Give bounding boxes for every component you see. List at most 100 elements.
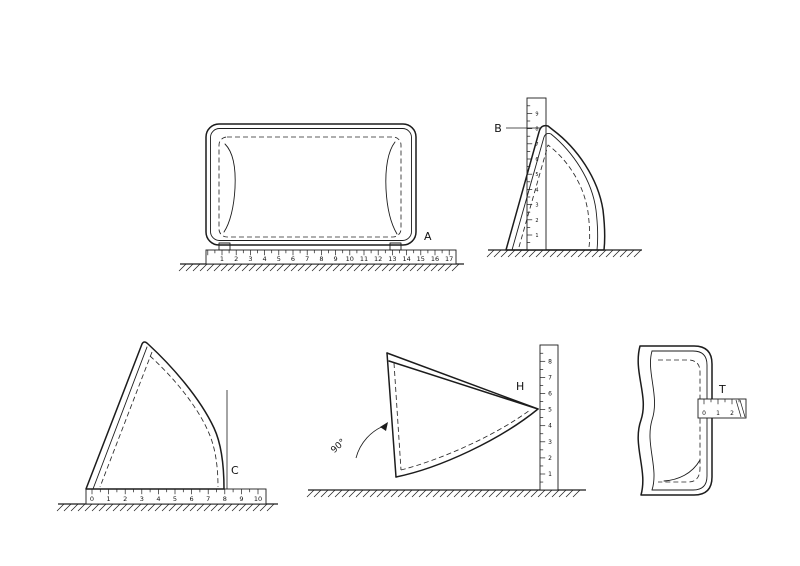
ground-hatch xyxy=(283,263,292,272)
ruler-number: 5 xyxy=(535,172,538,178)
ground-hatch xyxy=(213,263,222,272)
ground-hatch xyxy=(605,249,614,258)
ground-hatch xyxy=(206,263,215,272)
ruler-number: 16 xyxy=(431,255,439,263)
ground-hatch xyxy=(542,249,551,258)
ground-hatch xyxy=(570,249,579,258)
ground-hatch xyxy=(210,503,219,512)
ruler-number: 0 xyxy=(702,410,706,417)
ground-hatch xyxy=(217,503,226,512)
ground-hatch xyxy=(227,263,236,272)
bucket-outer-shell xyxy=(205,123,417,246)
ground-hatch xyxy=(528,249,537,258)
ground-hatch xyxy=(437,263,446,272)
ground-hatch xyxy=(105,503,114,512)
ruler-number: 2 xyxy=(730,410,734,417)
bucket-tilted-hidden-back xyxy=(99,351,153,488)
ruler-number: 8 xyxy=(223,495,227,503)
bucket-bottom-curve xyxy=(395,408,539,478)
ground-hatch xyxy=(381,263,390,272)
ground-hatch xyxy=(430,263,439,272)
ground-hatch xyxy=(341,489,350,498)
ground-hatch xyxy=(70,503,79,512)
ground-b xyxy=(486,249,642,258)
angle-arc xyxy=(355,424,387,459)
ground-hatch xyxy=(348,489,357,498)
ground-hatch xyxy=(353,263,362,272)
wall-detail-outer xyxy=(637,345,713,496)
ground-hatch xyxy=(558,489,567,498)
ruler-number: 8 xyxy=(535,127,538,133)
ground-hatch xyxy=(404,489,413,498)
ground-hatch xyxy=(182,503,191,512)
ruler-number: 6 xyxy=(535,157,538,163)
bucket-hidden-bottom xyxy=(400,409,531,471)
ground-hatch xyxy=(549,249,558,258)
ground-hatch xyxy=(584,249,593,258)
ground-hatch xyxy=(325,263,334,272)
ground-hatch xyxy=(409,263,418,272)
ground-hatch xyxy=(535,249,544,258)
ruler-number: 4 xyxy=(263,255,267,263)
ground-hatch xyxy=(91,503,100,512)
right-inner-wall-curve xyxy=(385,141,398,235)
ground-hatch xyxy=(397,489,406,498)
ground-c xyxy=(56,503,278,512)
ground-hatch xyxy=(502,489,511,498)
ground-hatch xyxy=(297,263,306,272)
bucket-top-edge xyxy=(386,352,539,410)
ground-hatch xyxy=(626,249,635,258)
ground-hatch xyxy=(619,249,628,258)
ruler-number: 7 xyxy=(206,495,210,503)
break-line-inner xyxy=(649,350,655,491)
ground-hatch xyxy=(248,263,257,272)
ground-hatch xyxy=(383,489,392,498)
ground-hatch xyxy=(402,263,411,272)
ground-hatch xyxy=(565,489,574,498)
ground-hatch xyxy=(175,503,184,512)
ground-hatch xyxy=(411,489,420,498)
ruler-number: 5 xyxy=(548,407,552,414)
ground-hatch xyxy=(367,263,376,272)
label-b: B xyxy=(494,122,502,135)
ground-hatch xyxy=(112,503,121,512)
ruler-break-mark xyxy=(739,399,746,418)
ground-hatch xyxy=(509,489,518,498)
ruler-number: 15 xyxy=(417,255,425,263)
ruler-number: 1 xyxy=(548,471,552,478)
ground-hatch xyxy=(486,249,495,258)
ground-hatch xyxy=(493,249,502,258)
ground-hatch xyxy=(126,503,135,512)
ground-hatch xyxy=(390,489,399,498)
ground-hatch xyxy=(56,503,65,512)
ground-hatch xyxy=(168,503,177,512)
ruler-number: 10 xyxy=(254,495,262,503)
left-foot xyxy=(218,242,231,251)
ground-hatch xyxy=(439,489,448,498)
ground-hatch xyxy=(395,263,404,272)
label-a: A xyxy=(424,230,432,243)
ground-hatch xyxy=(551,489,560,498)
inner-wall-curve xyxy=(663,459,701,482)
bucket-hidden-back xyxy=(393,362,402,471)
ruler-number: 4 xyxy=(535,187,538,193)
ground-hatch xyxy=(238,503,247,512)
ground-hatch xyxy=(252,503,261,512)
ground-hatch xyxy=(500,249,509,258)
ground-hatch xyxy=(196,503,205,512)
ground-hatch xyxy=(507,249,516,258)
ground-hatch xyxy=(444,263,453,272)
label-c: C xyxy=(231,464,239,477)
ground-hatch xyxy=(355,489,364,498)
ruler-number: 1 xyxy=(220,255,224,263)
label-t: T xyxy=(718,383,726,396)
ground-hatch xyxy=(311,263,320,272)
ruler-number: 11 xyxy=(360,255,368,263)
wall-detail-hidden xyxy=(658,359,701,483)
angle-arrow-icon xyxy=(380,422,388,431)
